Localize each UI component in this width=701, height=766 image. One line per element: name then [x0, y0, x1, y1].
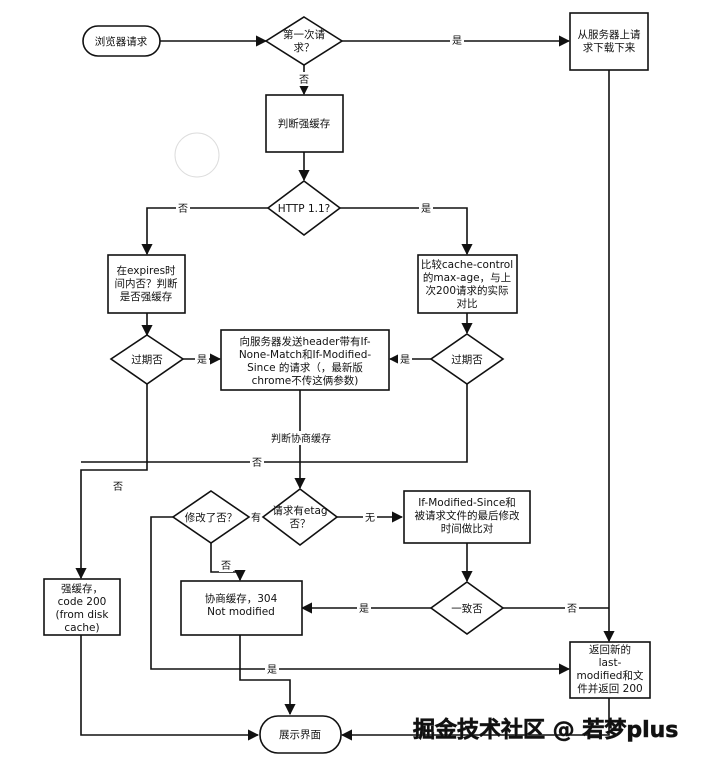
- edge-label-yes-top: 是: [450, 33, 464, 47]
- node-expires: [107, 254, 186, 314]
- edge-label-yes-right: 是: [398, 352, 412, 366]
- node-start-label: 浏览器请求: [95, 35, 148, 48]
- node-send-header: [220, 329, 390, 391]
- svg-text:否: 否: [221, 560, 231, 572]
- svg-text:无: 无: [365, 513, 375, 524]
- node-check-strong: [265, 94, 344, 153]
- edge-label-yes-bottom: 是: [265, 662, 279, 676]
- node-display-label: 展示界面: [279, 729, 321, 741]
- node-start: [82, 25, 161, 57]
- node-http11: [266, 180, 342, 236]
- edge-label-no-first: 否: [297, 72, 311, 86]
- node-modified-label: 修改了否？: [185, 511, 238, 524]
- edge-label-no-mid: 否: [250, 455, 264, 469]
- svg-text:否: 否: [299, 74, 309, 86]
- node-modified: [171, 490, 251, 544]
- svg-text:否: 否: [178, 203, 188, 215]
- edge-label-has: 有: [249, 510, 263, 524]
- edge-label-none: 无: [363, 510, 377, 524]
- edge-strong-display: [80, 635, 260, 741]
- node-if-modified: [403, 490, 531, 544]
- svg-text:否: 否: [113, 481, 123, 493]
- node-download-label: 从服务器上请求下载下来: [578, 28, 641, 54]
- edge-expiredr-strong: [81, 384, 468, 463]
- svg-text:是: 是: [267, 664, 277, 676]
- svg-text:有: 有: [251, 511, 261, 524]
- node-expired-left: [109, 334, 185, 385]
- node-expired-right: [429, 333, 505, 385]
- svg-text:是: 是: [400, 354, 410, 366]
- node-first-request-label: 第一次请求？: [283, 28, 325, 54]
- node-cache-control: [417, 254, 518, 314]
- svg-text:否: 否: [252, 457, 262, 469]
- node-consistent-label: 一致否: [451, 602, 483, 615]
- svg-text:是: 是: [452, 35, 462, 47]
- node-negotiate: [180, 580, 303, 636]
- watermark: 掘金技术社区 @ 若梦plus: [413, 717, 678, 743]
- node-check-strong-label: 判断强缓存: [278, 117, 331, 130]
- svg-text:否: 否: [567, 603, 577, 615]
- node-return-new: [569, 641, 651, 699]
- svg-text:是: 是: [359, 603, 369, 615]
- edge-label-yes-left: 是: [195, 352, 209, 366]
- edge-label-no-left: 否: [111, 479, 125, 493]
- node-send-header-label: 向服务器发送header带有If-None-Match和If-Modified-…: [239, 335, 372, 387]
- node-http11-label: HTTP 1.1?: [278, 203, 330, 215]
- node-expired-right-label: 过期否: [451, 353, 483, 366]
- node-expires-label: 在expires时间内否？判断是否强缓存: [115, 265, 178, 303]
- edge-negotiate-display: [239, 635, 296, 716]
- node-first-request: [264, 16, 344, 66]
- node-download: [569, 12, 649, 71]
- edge-label-no-consistent: 否: [565, 601, 579, 615]
- svg-text:是: 是: [197, 354, 207, 366]
- edge-label-no-modified: 否: [219, 558, 233, 572]
- svg-text:是: 是: [421, 203, 431, 215]
- edge-modified-return: [150, 516, 571, 675]
- edge-label-yes-http: 是: [419, 201, 433, 215]
- ghost-circle: [174, 132, 220, 178]
- edge-label-yes-consistent: 是: [357, 601, 371, 615]
- edge-return-display: [340, 698, 610, 741]
- edge-label-no-http: 否: [176, 201, 190, 215]
- node-consistent: [429, 581, 505, 635]
- svg-text:判断协商缓存: 判断协商缓存: [271, 432, 331, 445]
- node-expired-left-label: 过期否: [131, 353, 163, 366]
- edge-http-expires: [141, 207, 268, 256]
- node-has-etag: [261, 487, 339, 547]
- node-strong-cache: [43, 578, 121, 636]
- edge-http-cc: [340, 207, 473, 256]
- node-if-modified-label: If-Modified-Since和被请求文件的最后修改时间做比对: [415, 497, 520, 535]
- edge-label-negotiate: 判断协商缓存: [265, 431, 337, 445]
- edge-expiredl-strong: [75, 384, 148, 580]
- node-display: [259, 715, 342, 754]
